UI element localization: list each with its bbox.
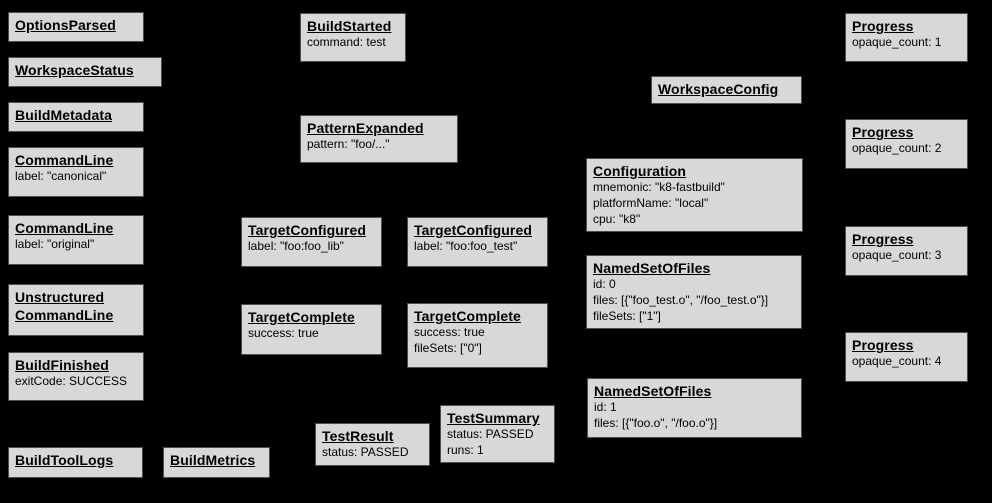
event-node-property: id: 1 bbox=[594, 400, 617, 415]
event-node-progress-2: Progress opaque_count: 2 bbox=[845, 119, 968, 169]
event-node-title: BuildMetrics bbox=[170, 452, 256, 468]
event-node-property: label: "original" bbox=[15, 237, 95, 252]
event-node-property: command: test bbox=[307, 35, 386, 50]
event-node-target-configured-foo-test: TargetConfigured label: "foo:foo_test" bbox=[407, 217, 548, 267]
event-node-property: fileSets: ["0"] bbox=[414, 341, 482, 356]
event-node-configuration: Configuration mnemonic: "k8-fastbuild"pl… bbox=[586, 158, 803, 232]
event-node-property: opaque_count: 4 bbox=[852, 354, 942, 369]
event-node-property: files: [{"foo_test.o", "/foo_test.o"}] bbox=[593, 293, 769, 308]
event-node-property: runs: 1 bbox=[447, 443, 484, 458]
event-node-property: status: PASSED bbox=[447, 427, 534, 442]
event-node-property: label: "canonical" bbox=[15, 169, 107, 184]
event-node-title: TestResult bbox=[322, 428, 394, 444]
event-node-title: TargetComplete bbox=[248, 309, 355, 325]
event-node-title: CommandLine bbox=[15, 152, 114, 168]
event-node-title: Configuration bbox=[593, 163, 687, 179]
event-node-command-line-original: CommandLine label: "original" bbox=[8, 215, 144, 265]
event-node-title: Progress bbox=[852, 337, 914, 353]
event-node-title: Progress bbox=[852, 18, 914, 34]
event-node-property: opaque_count: 2 bbox=[852, 141, 942, 156]
event-node-property: cpu: "k8" bbox=[593, 212, 641, 227]
event-node-property: id: 0 bbox=[593, 277, 616, 292]
event-node-title: NamedSetOfFiles bbox=[593, 260, 711, 276]
event-node-property: fileSets: ["1"] bbox=[593, 309, 661, 324]
event-node-property: label: "foo:foo_lib" bbox=[248, 239, 344, 254]
event-node-property: files: [{"foo.o", "/foo.o"}] bbox=[594, 416, 718, 431]
event-node-property: success: true bbox=[248, 326, 319, 341]
event-node-unstructured-command-line: Unstructured CommandLine bbox=[8, 284, 144, 336]
event-node-target-complete-foo-lib: TargetComplete success: true bbox=[241, 304, 382, 355]
event-node-build-metrics: BuildMetrics bbox=[163, 447, 270, 478]
event-node-property: opaque_count: 3 bbox=[852, 248, 942, 263]
event-node-progress-3: Progress opaque_count: 3 bbox=[845, 226, 968, 276]
event-node-title: NamedSetOfFiles bbox=[594, 383, 712, 399]
event-node-property: opaque_count: 1 bbox=[852, 35, 942, 50]
event-node-property: label: "foo:foo_test" bbox=[414, 239, 518, 254]
event-node-title: Progress bbox=[852, 231, 914, 247]
event-node-build-started: BuildStarted command: test bbox=[300, 13, 406, 62]
event-node-workspace-config: WorkspaceConfig bbox=[651, 76, 802, 104]
event-node-options-parsed: OptionsParsed bbox=[8, 12, 144, 42]
event-node-property: exitCode: SUCCESS bbox=[15, 374, 128, 389]
event-node-progress-1: Progress opaque_count: 1 bbox=[845, 13, 968, 62]
event-node-build-tool-logs: BuildToolLogs bbox=[8, 447, 143, 478]
event-node-command-line-canonical: CommandLine label: "canonical" bbox=[8, 147, 144, 197]
event-node-target-configured-foo-lib: TargetConfigured label: "foo:foo_lib" bbox=[241, 217, 382, 267]
event-node-title: WorkspaceConfig bbox=[658, 81, 779, 97]
event-node-build-metadata: BuildMetadata bbox=[8, 102, 144, 132]
event-node-title: Unstructured CommandLine bbox=[15, 289, 114, 324]
event-node-title: WorkspaceStatus bbox=[15, 62, 134, 78]
event-node-property: success: true bbox=[414, 325, 485, 340]
event-node-title: Progress bbox=[852, 124, 914, 140]
event-node-title: BuildFinished bbox=[15, 357, 109, 373]
event-node-property: mnemonic: "k8-fastbuild" bbox=[593, 180, 725, 195]
event-node-title: TestSummary bbox=[447, 410, 540, 426]
event-node-workspace-status: WorkspaceStatus bbox=[8, 57, 162, 87]
event-node-title: CommandLine bbox=[15, 220, 114, 236]
event-node-pattern-expanded: PatternExpanded pattern: "foo/..." bbox=[300, 115, 458, 163]
event-node-title: BuildMetadata bbox=[15, 107, 112, 123]
event-node-title: OptionsParsed bbox=[15, 17, 116, 33]
event-node-title: PatternExpanded bbox=[307, 120, 424, 136]
event-node-test-result: TestResult status: PASSED bbox=[315, 423, 430, 466]
event-node-title: TargetComplete bbox=[414, 308, 521, 324]
event-node-property: platformName: "local" bbox=[593, 196, 709, 211]
event-node-property: pattern: "foo/..." bbox=[307, 137, 390, 152]
event-node-title: BuildStarted bbox=[307, 18, 392, 34]
event-node-title: TargetConfigured bbox=[248, 222, 367, 238]
event-node-property: status: PASSED bbox=[322, 445, 409, 460]
event-node-progress-4: Progress opaque_count: 4 bbox=[845, 332, 968, 382]
event-node-title: TargetConfigured bbox=[414, 222, 533, 238]
event-node-title: BuildToolLogs bbox=[15, 452, 114, 468]
event-node-build-finished: BuildFinished exitCode: SUCCESS bbox=[8, 352, 144, 401]
